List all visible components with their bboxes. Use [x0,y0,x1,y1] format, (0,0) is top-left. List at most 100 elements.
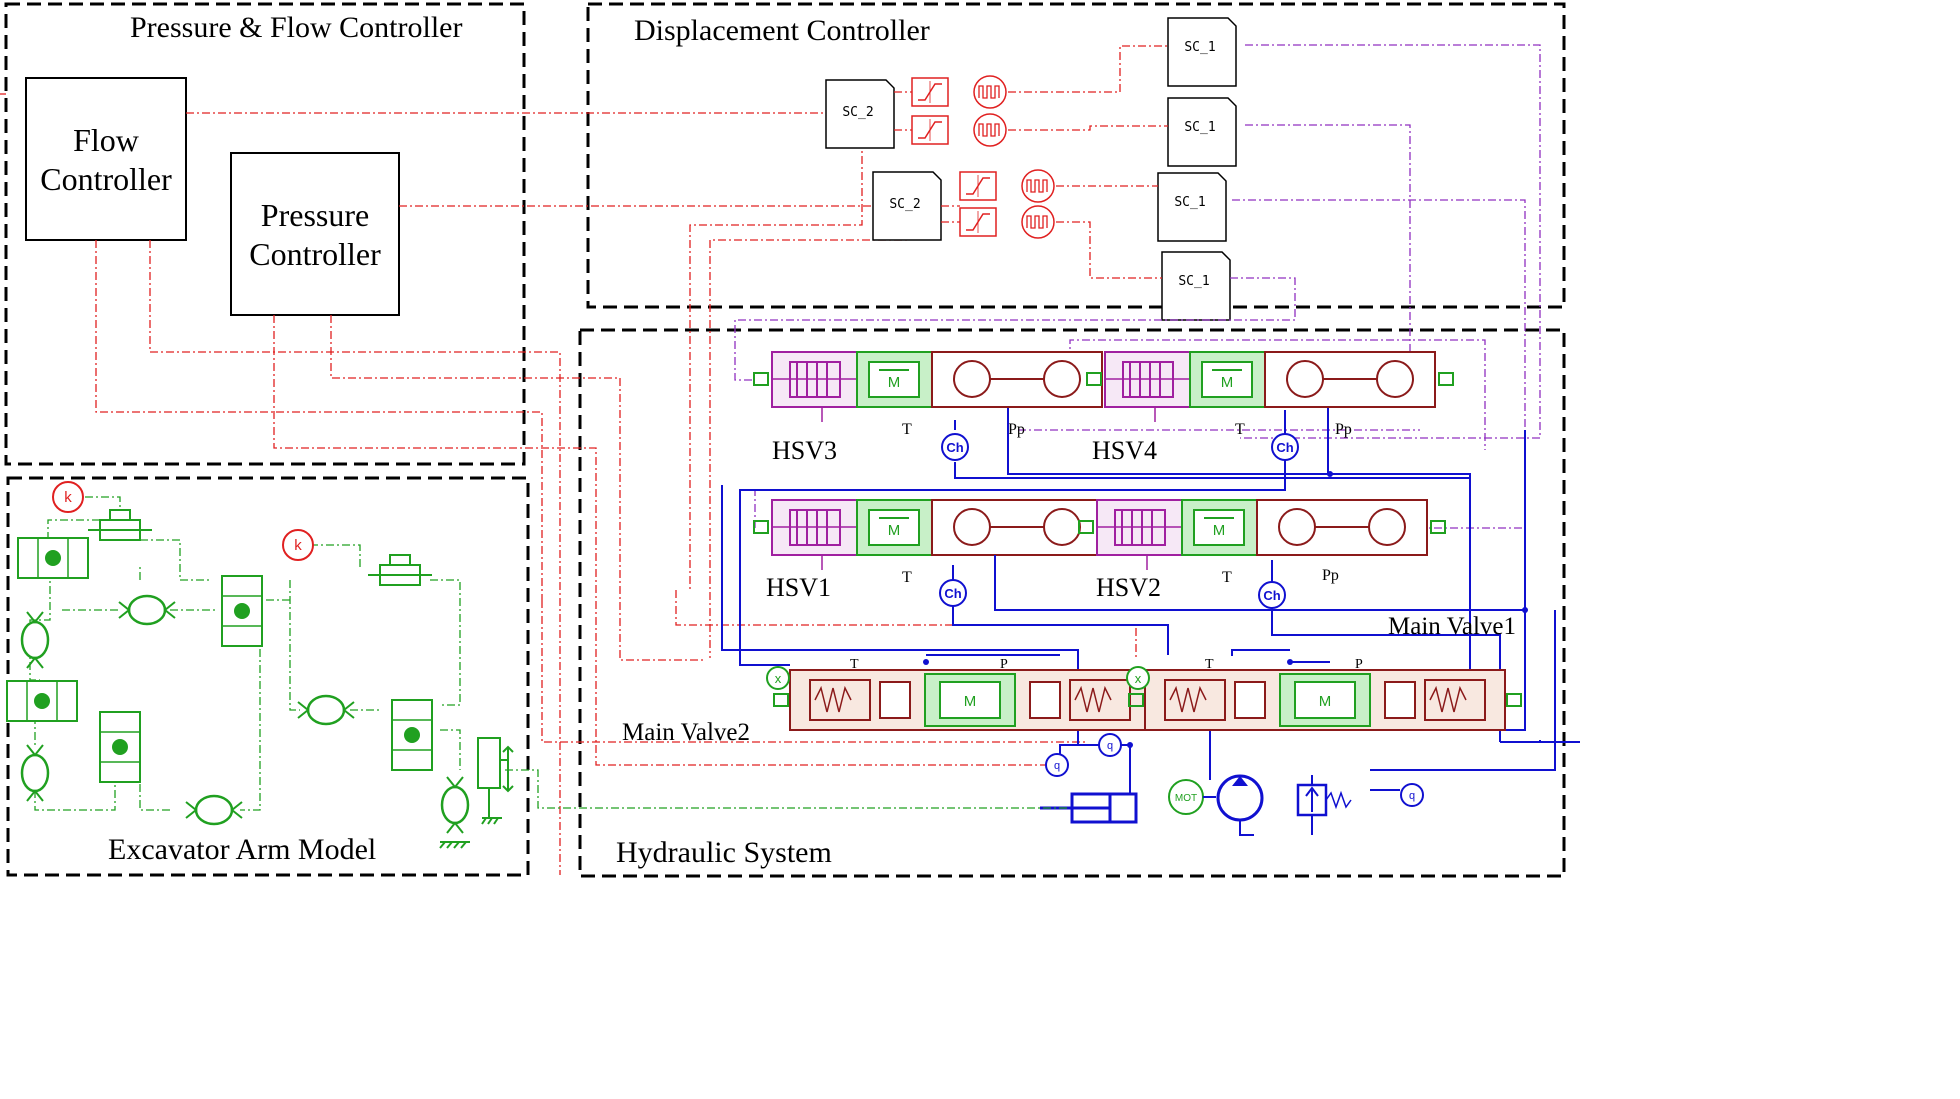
pressure-controller-line1: Pressure [261,197,369,233]
saturation-block-1 [911,77,949,107]
displacement-sensor-mv2-label: x [775,671,782,686]
ch-sensor-3: Ch [939,579,967,607]
pulse-block-4 [1021,205,1055,239]
displacement-sensor-mv1: x [1126,666,1150,690]
joint-h-2 [184,794,244,826]
hyd-junction-2 [1522,607,1528,613]
spring-k-1-label: k [64,489,72,506]
hsv4-valve [1086,351,1454,423]
motor-label: MOT [1175,793,1197,804]
hsv3-t-port: T [902,421,912,438]
pump [1216,774,1264,822]
sc1-block-4: SC_1 [1161,251,1231,321]
hsv3-label: HSV3 [772,436,837,465]
hyd-junction-1 [1327,471,1333,477]
flow-sensor-3: q [1400,783,1424,807]
motor: MOT [1168,779,1204,815]
flow-sensor-2-label: q [1107,740,1113,752]
relief-valve [1296,783,1352,817]
hsv4-label: HSV4 [1092,436,1157,465]
sc2-block-bottom: SC_2 [872,171,942,241]
ch-sensor-4-label: Ch [1263,588,1280,603]
sc1-block-3: SC_1 [1157,172,1227,242]
flow-sensor-2: q [1098,733,1122,757]
hsv4-pp-port: Pp [1335,421,1352,438]
joint-v-3 [440,775,470,835]
ch-sensor-1: Ch [941,433,969,461]
flow-controller-line1: Flow [73,122,139,158]
main-valve-2-label: Main Valve2 [622,719,750,746]
spring-k-2-label: k [294,537,302,554]
mv2-t-port: T [850,657,859,672]
hsv3-valve [753,351,1121,423]
ch-sensor-4: Ch [1258,581,1286,609]
flow-sensor-1-label: q [1054,760,1060,772]
hsv2-pp-port: Pp [1322,567,1339,584]
sc1-label-3: SC_1 [1174,195,1205,210]
hyd-junction-5 [1287,659,1293,665]
pulse-block-3 [1021,169,1055,203]
main-valve-1-label: Main Valve1 [1388,613,1516,640]
sc1-label-1: SC_1 [1184,40,1215,55]
hsv2-label: HSV2 [1096,573,1161,602]
pf-region [4,2,526,466]
flow-sensor-3-label: q [1409,790,1415,802]
hyd-region [578,328,1566,878]
hsv3-pp-port: Pp [1008,421,1025,438]
pulse-block-1 [973,75,1007,109]
pressure-controller-line2: Controller [249,236,381,272]
flow-controller-box [25,77,187,241]
sc2-block-top: SC_2 [825,79,895,149]
sc1-label-2: SC_1 [1184,120,1215,135]
ch-sensor-2: Ch [1271,433,1299,461]
pressure-controller-box [230,152,400,316]
hsv1-t-port: T [902,569,912,586]
hyd-junction-4 [923,659,929,665]
ground-1 [439,737,514,849]
displacement-sensor-mv2: x [766,666,790,690]
hsv4-t-port: T [1235,421,1245,438]
disp-region [586,2,1566,309]
sc1-label-4: SC_1 [1178,274,1209,289]
revolute-joint-2 [368,554,432,586]
mv1-p-port: P [1355,657,1363,672]
mv1-t-port: T [1205,657,1214,672]
hsv2-valve [1078,499,1446,571]
sc2-label-top: SC_2 [842,105,873,120]
sc1-block-1: SC_1 [1167,17,1237,87]
hsv2-t-port: T [1222,569,1232,586]
main-valve-1 [1128,669,1522,731]
rigid-body-4 [99,711,141,783]
exc-region [6,476,530,877]
pulse-block-2 [973,113,1007,147]
ch-sensor-1-label: Ch [946,440,963,455]
hsv1-label: HSV1 [766,573,831,602]
flow-controller-line2: Controller [40,161,172,197]
disp-region-title: Displacement Controller [634,14,930,47]
exc-region-title: Excavator Arm Model [108,833,376,866]
spring-k-1: k [52,481,84,513]
mv2-p-port: P [1000,657,1008,672]
ch-sensor-3-label: Ch [944,586,961,601]
joint-h-1 [117,594,177,626]
main-valve-2 [773,669,1167,731]
rigid-body-3 [6,680,78,722]
hydraulic-cylinder [1040,792,1138,824]
revolute-joint-1 [88,509,152,541]
saturation-block-3 [959,171,997,201]
rigid-body-2 [221,575,263,647]
sc1-block-2: SC_1 [1167,97,1237,167]
hyd-region-title: Hydraulic System [616,836,832,869]
flow-sensor-1: q [1045,753,1069,777]
spring-k-2: k [282,529,314,561]
joint-h-3 [296,694,356,726]
joint-v-2 [20,743,50,803]
hyd-junction-3 [1127,742,1133,748]
saturation-block-4 [959,207,997,237]
sc2-label-bottom: SC_2 [889,197,920,212]
hsv1-valve [753,499,1121,571]
saturation-block-2 [911,115,949,145]
displacement-sensor-mv1-label: x [1135,671,1142,686]
disp-signal-links [894,45,1168,279]
